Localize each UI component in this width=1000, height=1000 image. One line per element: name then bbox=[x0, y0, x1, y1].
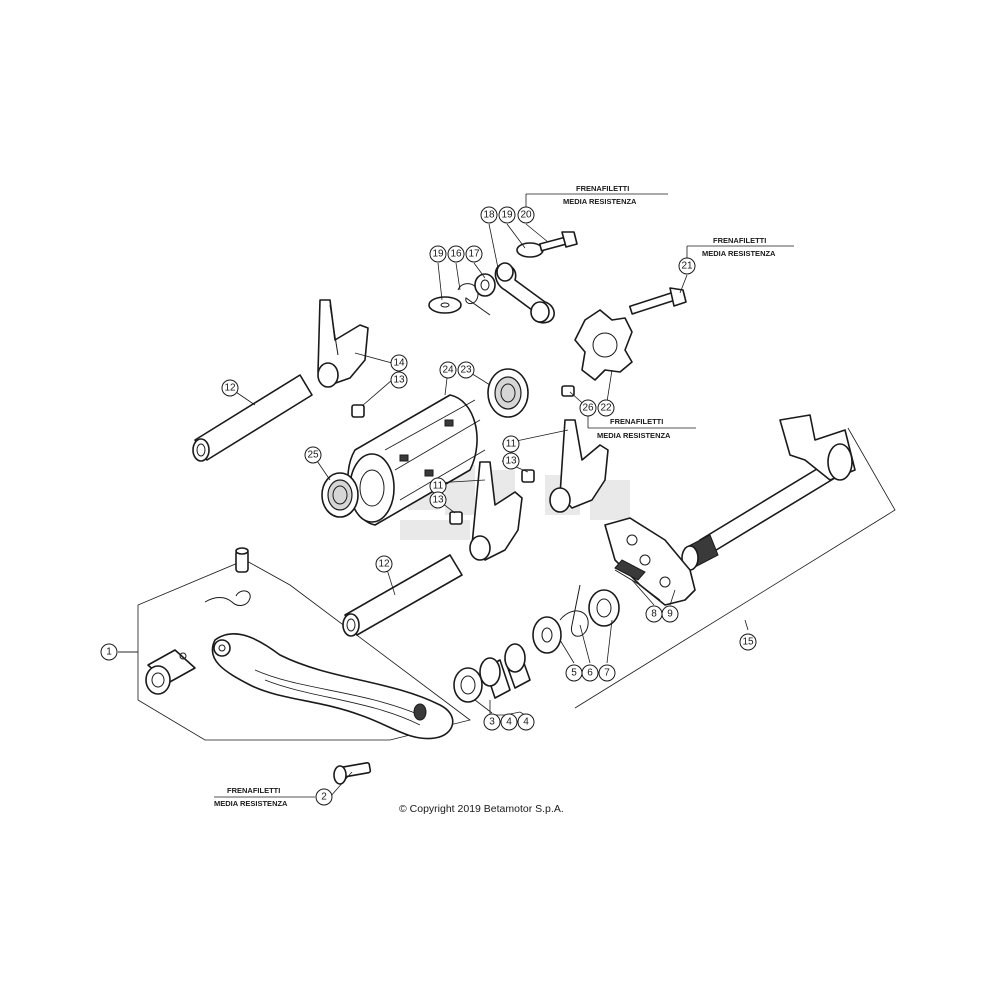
fork-shaft-upper bbox=[192, 374, 313, 462]
selector-plate bbox=[604, 517, 696, 606]
note-26-line1: FRENAFILETTI bbox=[610, 417, 663, 426]
callout-13c: 13 bbox=[429, 491, 447, 509]
svg-text:2: 2 bbox=[321, 792, 327, 803]
callouts: 1 2 3 4 4 5 6 7 8 9 11 11 12 12 13 13 13… bbox=[100, 206, 757, 806]
note-20: FRENAFILETTI MEDIA RESISTENZA bbox=[525, 184, 668, 208]
svg-text:23: 23 bbox=[460, 365, 472, 376]
bearing-23 bbox=[487, 368, 529, 418]
note-26: FRENAFILETTI MEDIA RESISTENZA bbox=[587, 416, 696, 440]
callout-1: 1 bbox=[100, 643, 118, 661]
callout-20: 20 bbox=[517, 206, 535, 224]
svg-text:17: 17 bbox=[468, 249, 480, 260]
svg-text:3: 3 bbox=[489, 717, 495, 728]
svg-text:4: 4 bbox=[506, 717, 512, 728]
callout-4b: 4 bbox=[517, 713, 535, 731]
svg-text:4: 4 bbox=[523, 717, 529, 728]
callout-25: 25 bbox=[304, 446, 322, 464]
svg-text:18: 18 bbox=[483, 210, 495, 221]
svg-text:6: 6 bbox=[587, 668, 593, 679]
note-2-line1: FRENAFILETTI bbox=[227, 786, 280, 795]
svg-text:26: 26 bbox=[582, 403, 594, 414]
svg-text:19: 19 bbox=[432, 249, 444, 260]
svg-text:14: 14 bbox=[393, 358, 405, 369]
note-21-line1: FRENAFILETTI bbox=[713, 236, 766, 245]
callout-12b: 12 bbox=[375, 555, 393, 573]
callout-8: 8 bbox=[645, 605, 663, 623]
note-2: FRENAFILETTI MEDIA RESISTENZA bbox=[214, 786, 315, 808]
shift-drum bbox=[347, 394, 486, 526]
gear-lever-group bbox=[118, 547, 471, 741]
svg-text:12: 12 bbox=[378, 559, 390, 570]
svg-text:13: 13 bbox=[432, 495, 444, 506]
svg-text:15: 15 bbox=[742, 637, 754, 648]
callout-22: 22 bbox=[597, 399, 615, 417]
callout-13a: 13 bbox=[390, 371, 408, 389]
bearing-25 bbox=[321, 472, 359, 518]
svg-text:11: 11 bbox=[506, 439, 517, 450]
callout-14: 14 bbox=[390, 354, 408, 372]
svg-text:1: 1 bbox=[106, 647, 112, 658]
callout-17: 17 bbox=[465, 245, 483, 263]
callout-3: 3 bbox=[483, 713, 501, 731]
callout-24: 24 bbox=[439, 361, 457, 379]
svg-text:7: 7 bbox=[604, 668, 610, 679]
callout-12a: 12 bbox=[221, 379, 239, 397]
svg-text:11: 11 bbox=[433, 481, 444, 492]
svg-text:13: 13 bbox=[505, 456, 517, 467]
note-2-line2: MEDIA RESISTENZA bbox=[214, 799, 288, 808]
callout-9: 9 bbox=[661, 605, 679, 623]
svg-text:8: 8 bbox=[651, 609, 657, 620]
shift-fork-11a bbox=[449, 461, 523, 561]
callout-6: 6 bbox=[581, 664, 599, 682]
svg-text:20: 20 bbox=[520, 210, 532, 221]
svg-text:24: 24 bbox=[442, 365, 454, 376]
svg-text:9: 9 bbox=[667, 609, 673, 620]
note-20-line1: FRENAFILETTI bbox=[576, 184, 629, 193]
note-21: FRENAFILETTI MEDIA RESISTENZA bbox=[686, 236, 794, 258]
svg-text:22: 22 bbox=[600, 403, 612, 414]
callout-19a: 19 bbox=[429, 245, 447, 263]
shift-fork-11b bbox=[521, 419, 609, 513]
star-cam bbox=[561, 309, 633, 397]
svg-text:13: 13 bbox=[393, 375, 405, 386]
callout-26: 26 bbox=[579, 399, 597, 417]
callout-4a: 4 bbox=[500, 713, 518, 731]
note-26-line2: MEDIA RESISTENZA bbox=[597, 431, 671, 440]
lever-screw bbox=[333, 761, 372, 785]
svg-text:19: 19 bbox=[501, 210, 513, 221]
svg-text:21: 21 bbox=[681, 261, 693, 272]
svg-text:5: 5 bbox=[571, 668, 577, 679]
callout-11a: 11 bbox=[502, 435, 520, 453]
callout-23: 23 bbox=[457, 361, 475, 379]
bolt-21 bbox=[628, 287, 687, 315]
shift-fork-14 bbox=[317, 299, 369, 418]
note-21-line2: MEDIA RESISTENZA bbox=[702, 249, 776, 258]
callout-19b: 19 bbox=[498, 206, 516, 224]
note-20-line2: MEDIA RESISTENZA bbox=[563, 197, 637, 206]
callout-15: 15 bbox=[739, 633, 757, 651]
pawl-assembly bbox=[428, 231, 578, 324]
copyright-text: © Copyright 2019 Betamotor S.p.A. bbox=[399, 803, 564, 815]
fork-shaft-lower bbox=[342, 554, 463, 637]
callout-18: 18 bbox=[480, 206, 498, 224]
svg-text:12: 12 bbox=[224, 383, 236, 394]
callout-7: 7 bbox=[598, 664, 616, 682]
callout-21: 21 bbox=[678, 257, 696, 275]
svg-text:16: 16 bbox=[450, 249, 462, 260]
svg-text:25: 25 bbox=[307, 450, 319, 461]
bushings bbox=[453, 643, 531, 716]
spring-washer-group bbox=[532, 584, 620, 654]
callout-13b: 13 bbox=[502, 452, 520, 470]
callout-16: 16 bbox=[447, 245, 465, 263]
callout-2: 2 bbox=[315, 788, 333, 806]
callout-5: 5 bbox=[565, 664, 583, 682]
